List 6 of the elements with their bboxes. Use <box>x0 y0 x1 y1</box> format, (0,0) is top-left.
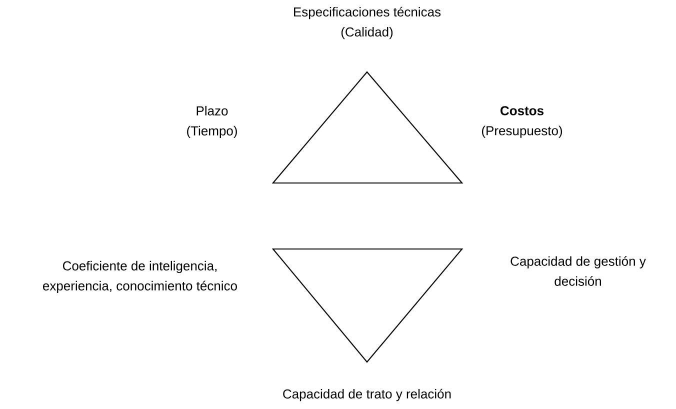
vertex-label: Capacidad de trato y relación <box>283 388 451 402</box>
vertex-label: Especificaciones técnicas (Calidad) <box>294 6 441 40</box>
vertex-label: Plazo (Tiempo) <box>187 106 237 138</box>
text-label: Capacidad de gestión y decisión <box>510 256 646 286</box>
text-label: Coeficiente de inteligencia, experiencia, conocimiento técnico <box>43 260 237 294</box>
vertex-label: Costos (Presupuesto) <box>482 106 562 138</box>
